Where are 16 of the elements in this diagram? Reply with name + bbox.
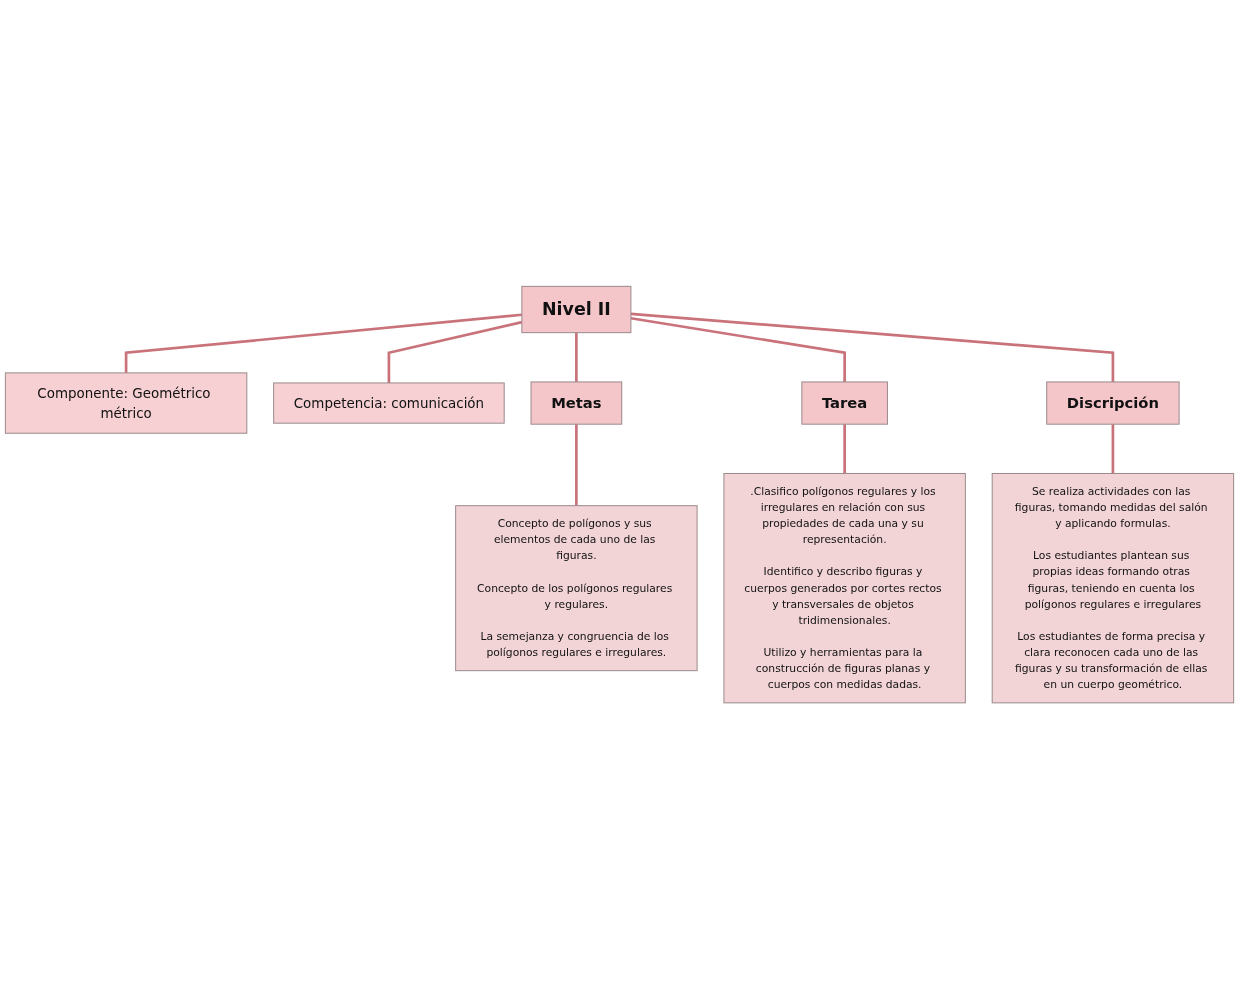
node-box: Nivel II: [521, 286, 632, 334]
node-box: Concepto de polígonos y sus elementos de cada uno de las figuras. Concepto de los polígonos regulares y regulares. La semejanza y congruencia de los polígonos regulares e irregulares.: [455, 505, 698, 672]
node-box: Componente: Geométrico métrico: [4, 372, 248, 435]
connector: [575, 424, 578, 507]
connector: [630, 317, 846, 383]
connector: [1111, 424, 1115, 474]
node-box: Discripción: [1046, 381, 1180, 426]
connector: [630, 312, 1115, 383]
node-box: .Clasifico polígonos regulares y los irregulares en relación con sus propiedades de cada una y su representación. Identifico y describo figuras y cuerpos generados por cortes rectos y transversales de objetos tridimensionales. Utilizo y herramientas para la construcción de figuras planas y cuerpos con medidas dadas.: [723, 473, 966, 704]
connector: [575, 333, 578, 383]
connector: [124, 313, 522, 374]
connector: [843, 424, 846, 474]
node-box: Competencia: comunicación: [273, 382, 505, 425]
node-box: Metas: [530, 381, 623, 426]
node-box: Tarea: [801, 381, 888, 426]
node-box: Se realiza actividades con las figuras, tomando medidas del salón y aplicando formulas. Los estudiantes plantean sus propias ideas formando otras figuras, teniendo en cuenta los polígonos regulares e irregulares Los estudiantes de forma precisa y clara reconocen cada uno de las figuras y su transformación de ellas en un cuerpo geométrico.: [991, 473, 1235, 704]
